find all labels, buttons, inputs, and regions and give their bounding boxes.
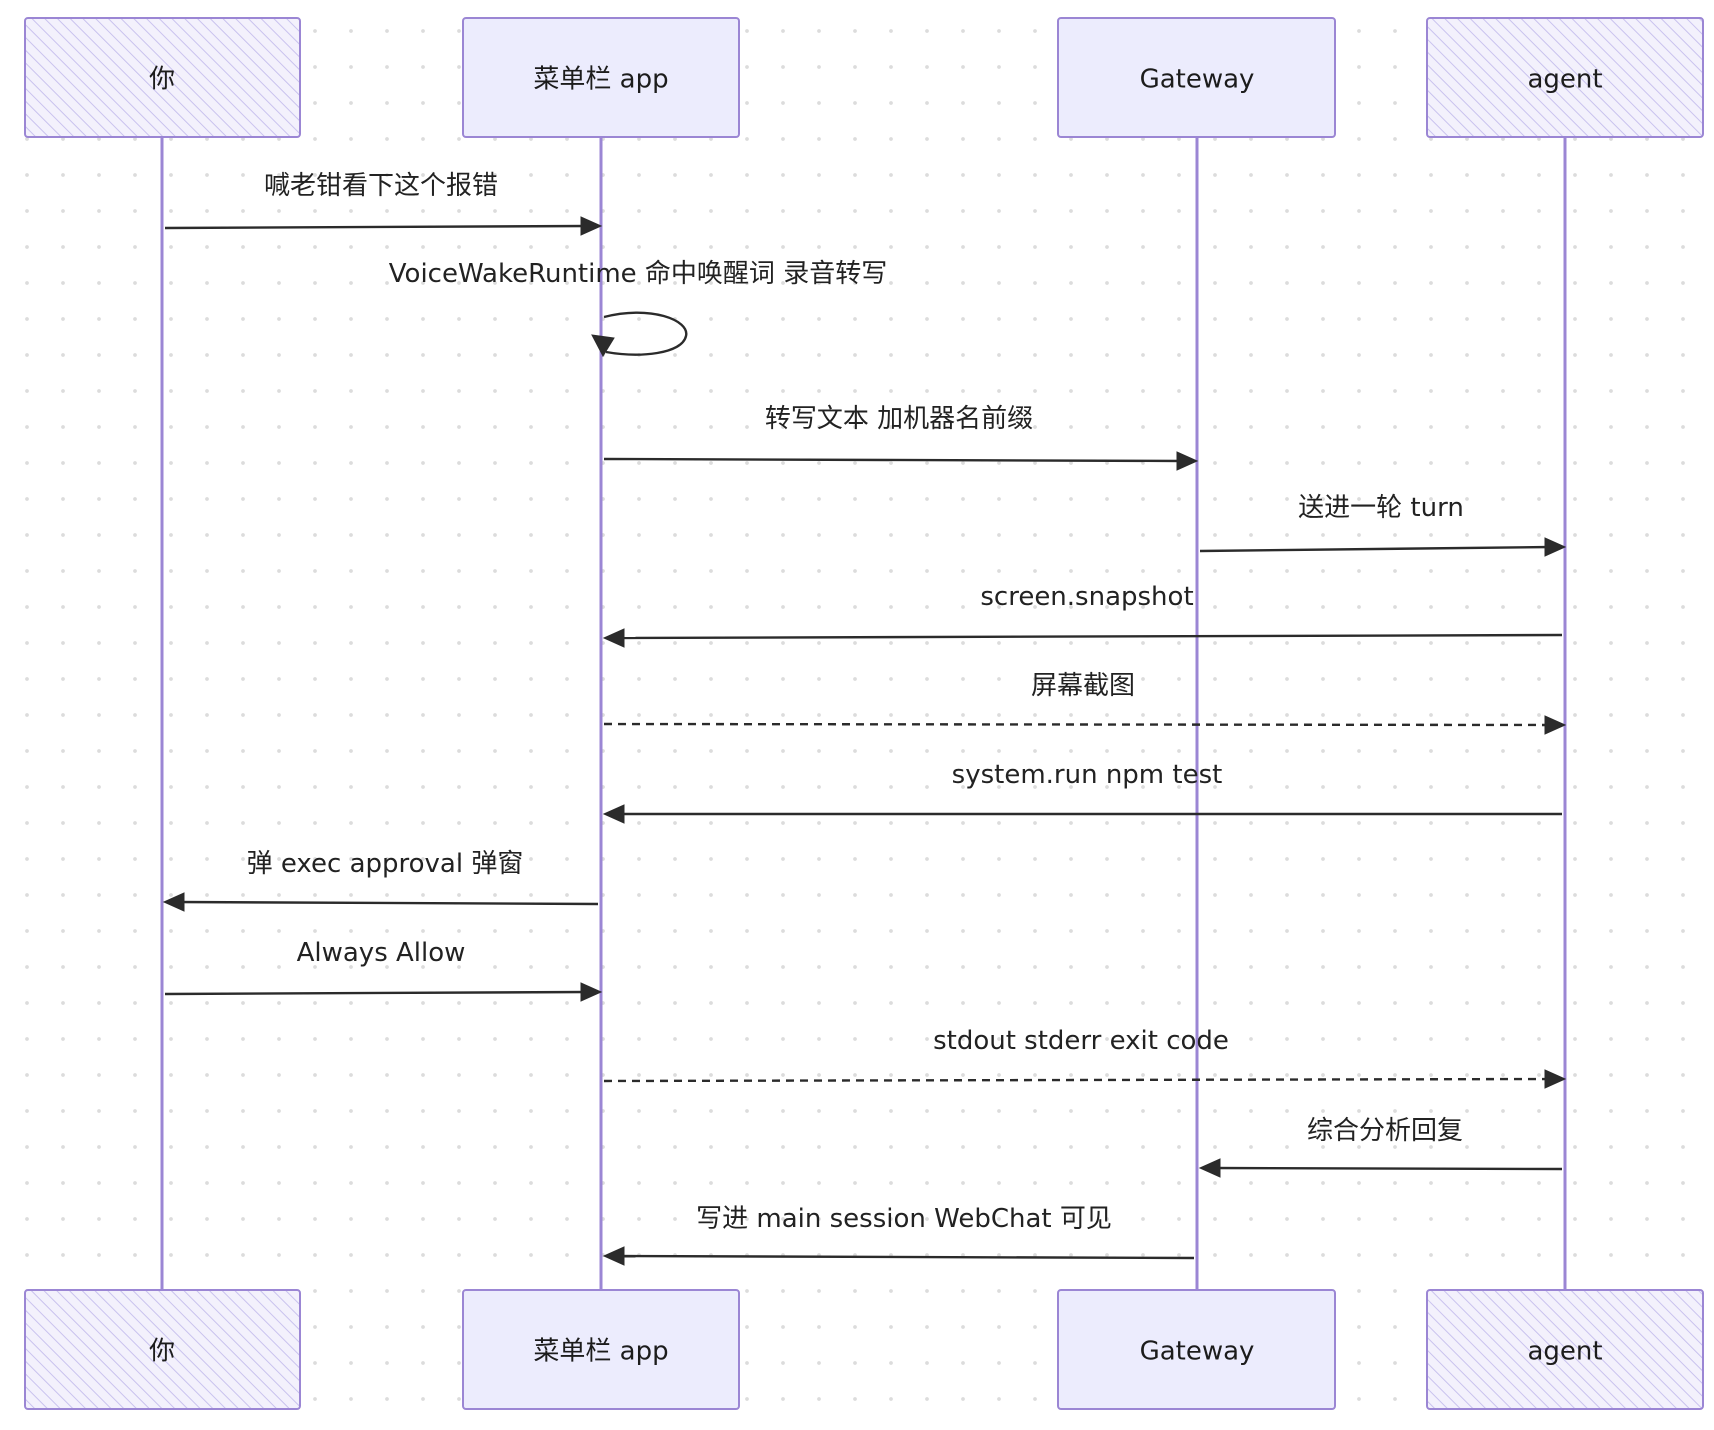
message-arrow-line: [614, 1254, 1195, 1260]
message-arrow-line: [614, 633, 1563, 640]
messages: 喊老钳看下这个报错 VoiceWakeRuntime 命中唤醒词 录音转写 转写…: [162, 171, 1567, 1266]
arrowhead: [580, 982, 603, 1002]
message-label: 综合分析回复: [1307, 1116, 1463, 1146]
participant-box: [1057, 17, 1336, 138]
participant-box: [24, 1289, 301, 1410]
message-5: screen.snapshot: [602, 582, 1563, 648]
participant-menubar-bottom: 菜单栏 app: [462, 1289, 740, 1410]
message-4: 送进一轮 turn: [1199, 493, 1567, 557]
message-6: 屏幕截图: [603, 671, 1567, 735]
participant-gateway-top: Gateway: [1057, 17, 1336, 138]
message-arrow-line: [175, 900, 599, 906]
participant-box: [462, 17, 740, 138]
message-label: system.run npm test: [952, 760, 1223, 790]
participant-menubar-top: 菜单栏 app: [462, 17, 740, 138]
participant-label: Gateway: [1140, 65, 1255, 95]
participant-box: [1426, 17, 1704, 138]
message-3: 转写文本 加机器名前缀: [603, 404, 1199, 471]
participant-box: [1057, 1289, 1336, 1410]
arrowhead: [602, 1246, 625, 1266]
message-1: 喊老钳看下这个报错: [164, 171, 603, 236]
participant-box: [1426, 1289, 1704, 1410]
message-label: 转写文本 加机器名前缀: [765, 404, 1033, 434]
message-label: stdout stderr exit code: [933, 1026, 1229, 1056]
arrowhead: [1176, 451, 1199, 471]
message-arrow-line: [603, 1077, 1552, 1083]
arrowhead: [1544, 537, 1567, 557]
participant-label: agent: [1527, 65, 1602, 95]
participant-box: [462, 1289, 740, 1410]
participant-label: 菜单栏 app: [533, 1337, 668, 1367]
message-7: system.run npm test: [602, 760, 1562, 824]
arrowhead: [591, 334, 615, 358]
message-8: 弹 exec approval 弹窗: [162, 849, 599, 912]
message-10: stdout stderr exit code: [603, 1026, 1567, 1089]
message-label: 送进一轮 turn: [1298, 493, 1464, 523]
participant-you-bottom: 你: [24, 1289, 301, 1410]
message-label: 喊老钳看下这个报错: [264, 171, 498, 201]
participant-gateway-bottom: Gateway: [1057, 1289, 1336, 1410]
message-2-self: VoiceWakeRuntime 命中唤醒词 录音转写: [389, 259, 887, 358]
participant-box: [24, 17, 301, 138]
message-label: 弹 exec approval 弹窗: [247, 849, 524, 879]
message-11: 综合分析回复: [1198, 1116, 1563, 1178]
lifelines: [160, 137, 1567, 1290]
arrowhead: [1198, 1158, 1221, 1178]
message-arrow-line: [1210, 1166, 1563, 1171]
participant-label: 你: [149, 65, 175, 95]
arrowhead: [1544, 715, 1567, 735]
arrowhead: [580, 216, 603, 236]
message-label: screen.snapshot: [980, 582, 1193, 612]
self-loop-line: [603, 311, 688, 356]
participant-label: 你: [149, 1337, 175, 1367]
participant-label: Gateway: [1140, 1337, 1255, 1367]
participants-top: 你 菜单栏 app Gateway agent: [24, 17, 1704, 138]
participant-agent-bottom: agent: [1426, 1289, 1704, 1410]
message-arrow-line: [1199, 545, 1552, 553]
arrowhead: [162, 892, 185, 912]
participant-label: 菜单栏 app: [533, 65, 668, 95]
message-label: 写进 main session WebChat 可见: [696, 1204, 1112, 1234]
arrowhead: [602, 804, 625, 824]
participant-you-top: 你: [24, 17, 301, 138]
participant-agent-top: agent: [1426, 17, 1704, 138]
participant-label: agent: [1527, 1337, 1602, 1367]
message-arrow-line: [164, 224, 588, 230]
message-label: Always Allow: [297, 938, 466, 968]
message-arrow-line: [603, 722, 1552, 727]
message-9: Always Allow: [164, 938, 603, 1002]
arrowhead: [1544, 1069, 1567, 1089]
message-arrow-line: [603, 457, 1184, 463]
message-12: 写进 main session WebChat 可见: [602, 1204, 1195, 1266]
message-arrow-line: [164, 990, 588, 996]
participants-bottom: 你 菜单栏 app Gateway agent: [24, 1289, 1704, 1410]
message-label: 屏幕截图: [1031, 671, 1135, 701]
arrowhead: [602, 628, 625, 648]
message-label: VoiceWakeRuntime 命中唤醒词 录音转写: [389, 259, 887, 289]
